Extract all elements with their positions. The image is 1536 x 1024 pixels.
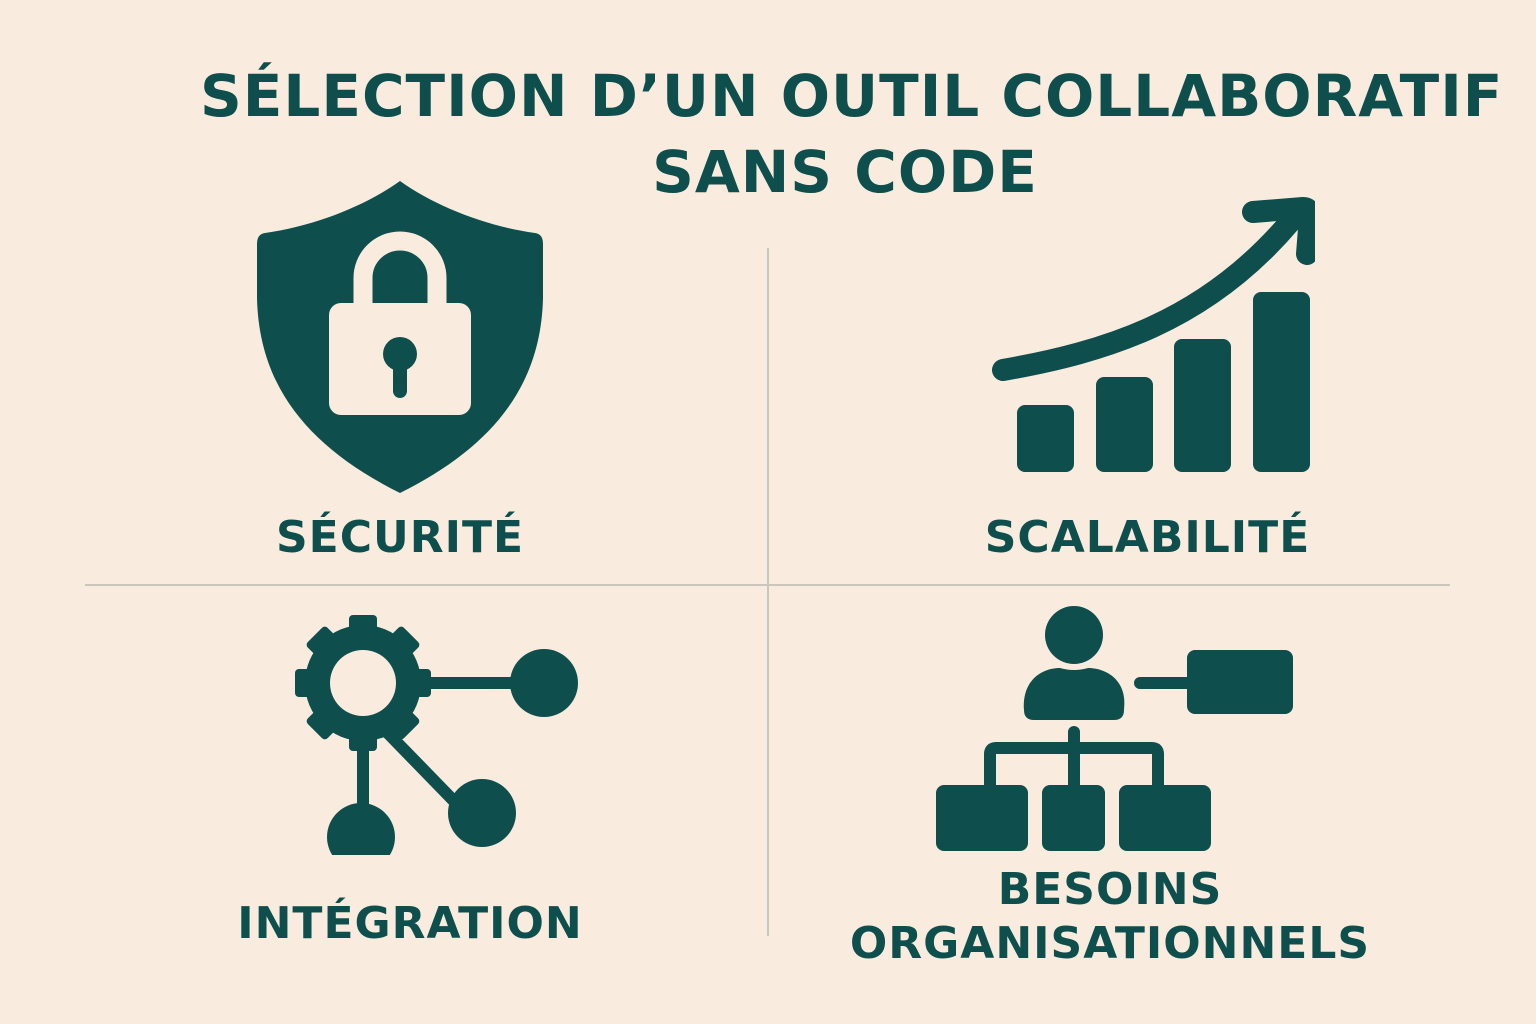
growth-chart-icon [992,197,1315,472]
label-securite: SÉCURITÉ [275,512,525,563]
gear-network-icon [295,615,578,855]
label-scalabilite: SCALABILITÉ [984,512,1311,563]
label-besoins-line-1: BESOINS [997,864,1223,915]
label-integration: INTÉGRATION [237,898,583,949]
label-besoins-line-2: ORGANISATIONNELS [849,918,1371,969]
page-title: SÉLECTION D’UN OUTIL COLLABORATIF SANS C… [200,58,1504,210]
vertical-divider [767,248,769,936]
shield-lock-icon [257,181,543,493]
title-line-2: SANS CODE [652,138,1038,206]
title-line-1: SÉLECTION D’UN OUTIL COLLABORATIF [200,62,1504,130]
org-chart-icon [936,606,1293,851]
